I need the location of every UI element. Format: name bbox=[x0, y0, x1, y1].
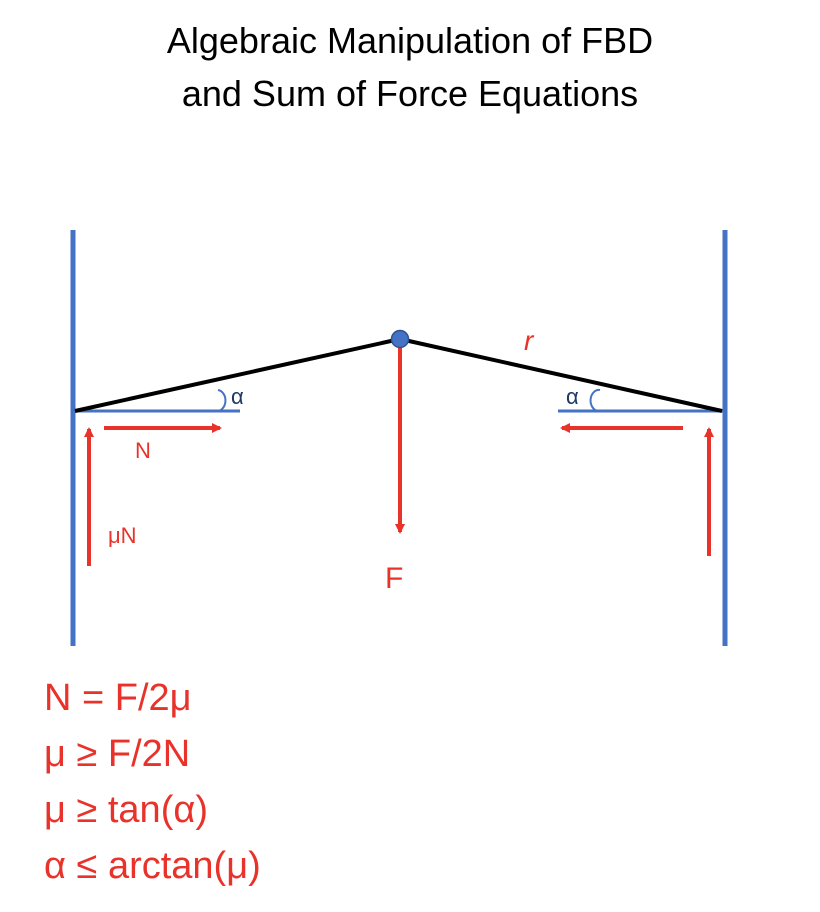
equation-normal-force: N = F/2μ bbox=[44, 677, 192, 719]
equations-list: N = F/2μ μ ≥ F/2N μ ≥ tan(α) α ≤ arctan(… bbox=[44, 670, 261, 894]
force-F-label: F bbox=[385, 562, 403, 595]
equation-alpha-max: α ≤ arctan(μ) bbox=[44, 845, 261, 887]
rope-label-r: r bbox=[524, 325, 535, 356]
normal-force-label: N bbox=[135, 438, 151, 463]
equation-mu-min: μ ≥ F/2N bbox=[44, 733, 191, 775]
title-line-2: and Sum of Force Equations bbox=[181, 73, 639, 114]
left-rope-segment bbox=[74, 337, 401, 413]
left-angle-arc bbox=[215, 389, 227, 413]
right-angle-arc bbox=[589, 388, 601, 412]
left-angle-label: α bbox=[231, 384, 244, 409]
page-title: Algebraic Manipulation of FBD and Sum of… bbox=[0, 14, 820, 120]
right-rope-segment bbox=[399, 337, 723, 413]
equation-mu-tan: μ ≥ tan(α) bbox=[44, 789, 208, 831]
title-line-1: Algebraic Manipulation of FBD bbox=[166, 20, 654, 61]
load-point-node bbox=[390, 329, 410, 349]
right-angle-label: α bbox=[566, 384, 579, 409]
friction-force-label: μN bbox=[108, 523, 137, 548]
